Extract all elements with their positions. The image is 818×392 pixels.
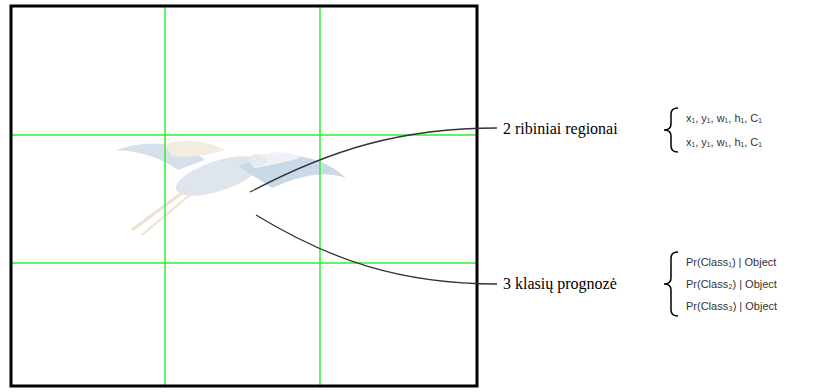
group-label: 2 ribiniai regionai: [503, 120, 618, 138]
leader-line: [250, 128, 497, 192]
bird-picture: [116, 141, 346, 235]
leader-line: [256, 215, 497, 284]
curly-brace: [664, 108, 678, 152]
class-probability: Pr(Class₃) | Object: [686, 300, 777, 312]
class-probability: Pr(Class₁) | Object: [686, 256, 776, 268]
box-params: x₁, y₁, w₁, h₁, C₁: [686, 136, 762, 148]
image-frame: [11, 6, 477, 386]
curly-brace: [664, 252, 678, 316]
group-label: 3 klasių prognozė: [503, 275, 617, 293]
grid-lines: [11, 6, 477, 386]
class-probability: Pr(Class₂) | Object: [686, 278, 777, 290]
box-params: x₁, y₁, w₁, h₁, C₁: [686, 112, 762, 124]
